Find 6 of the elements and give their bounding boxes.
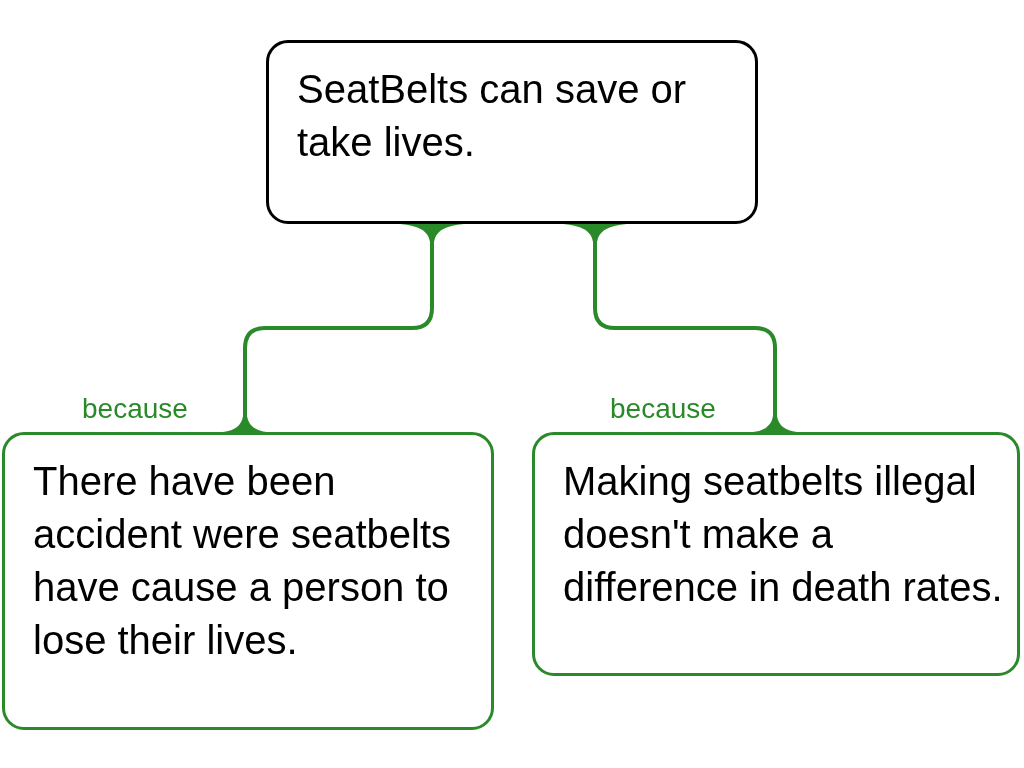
reason-box [532,432,1020,676]
claim-text: SeatBelts can save or take lives. [297,66,688,166]
reason-text: Making seatbelts illegal doesn't make a difference in death rates. [563,458,1004,611]
reason-box [2,432,494,730]
reason-text: There have been accident were seatbelts have cause a person to lose their lives. [33,458,452,664]
claim-box [266,40,758,224]
